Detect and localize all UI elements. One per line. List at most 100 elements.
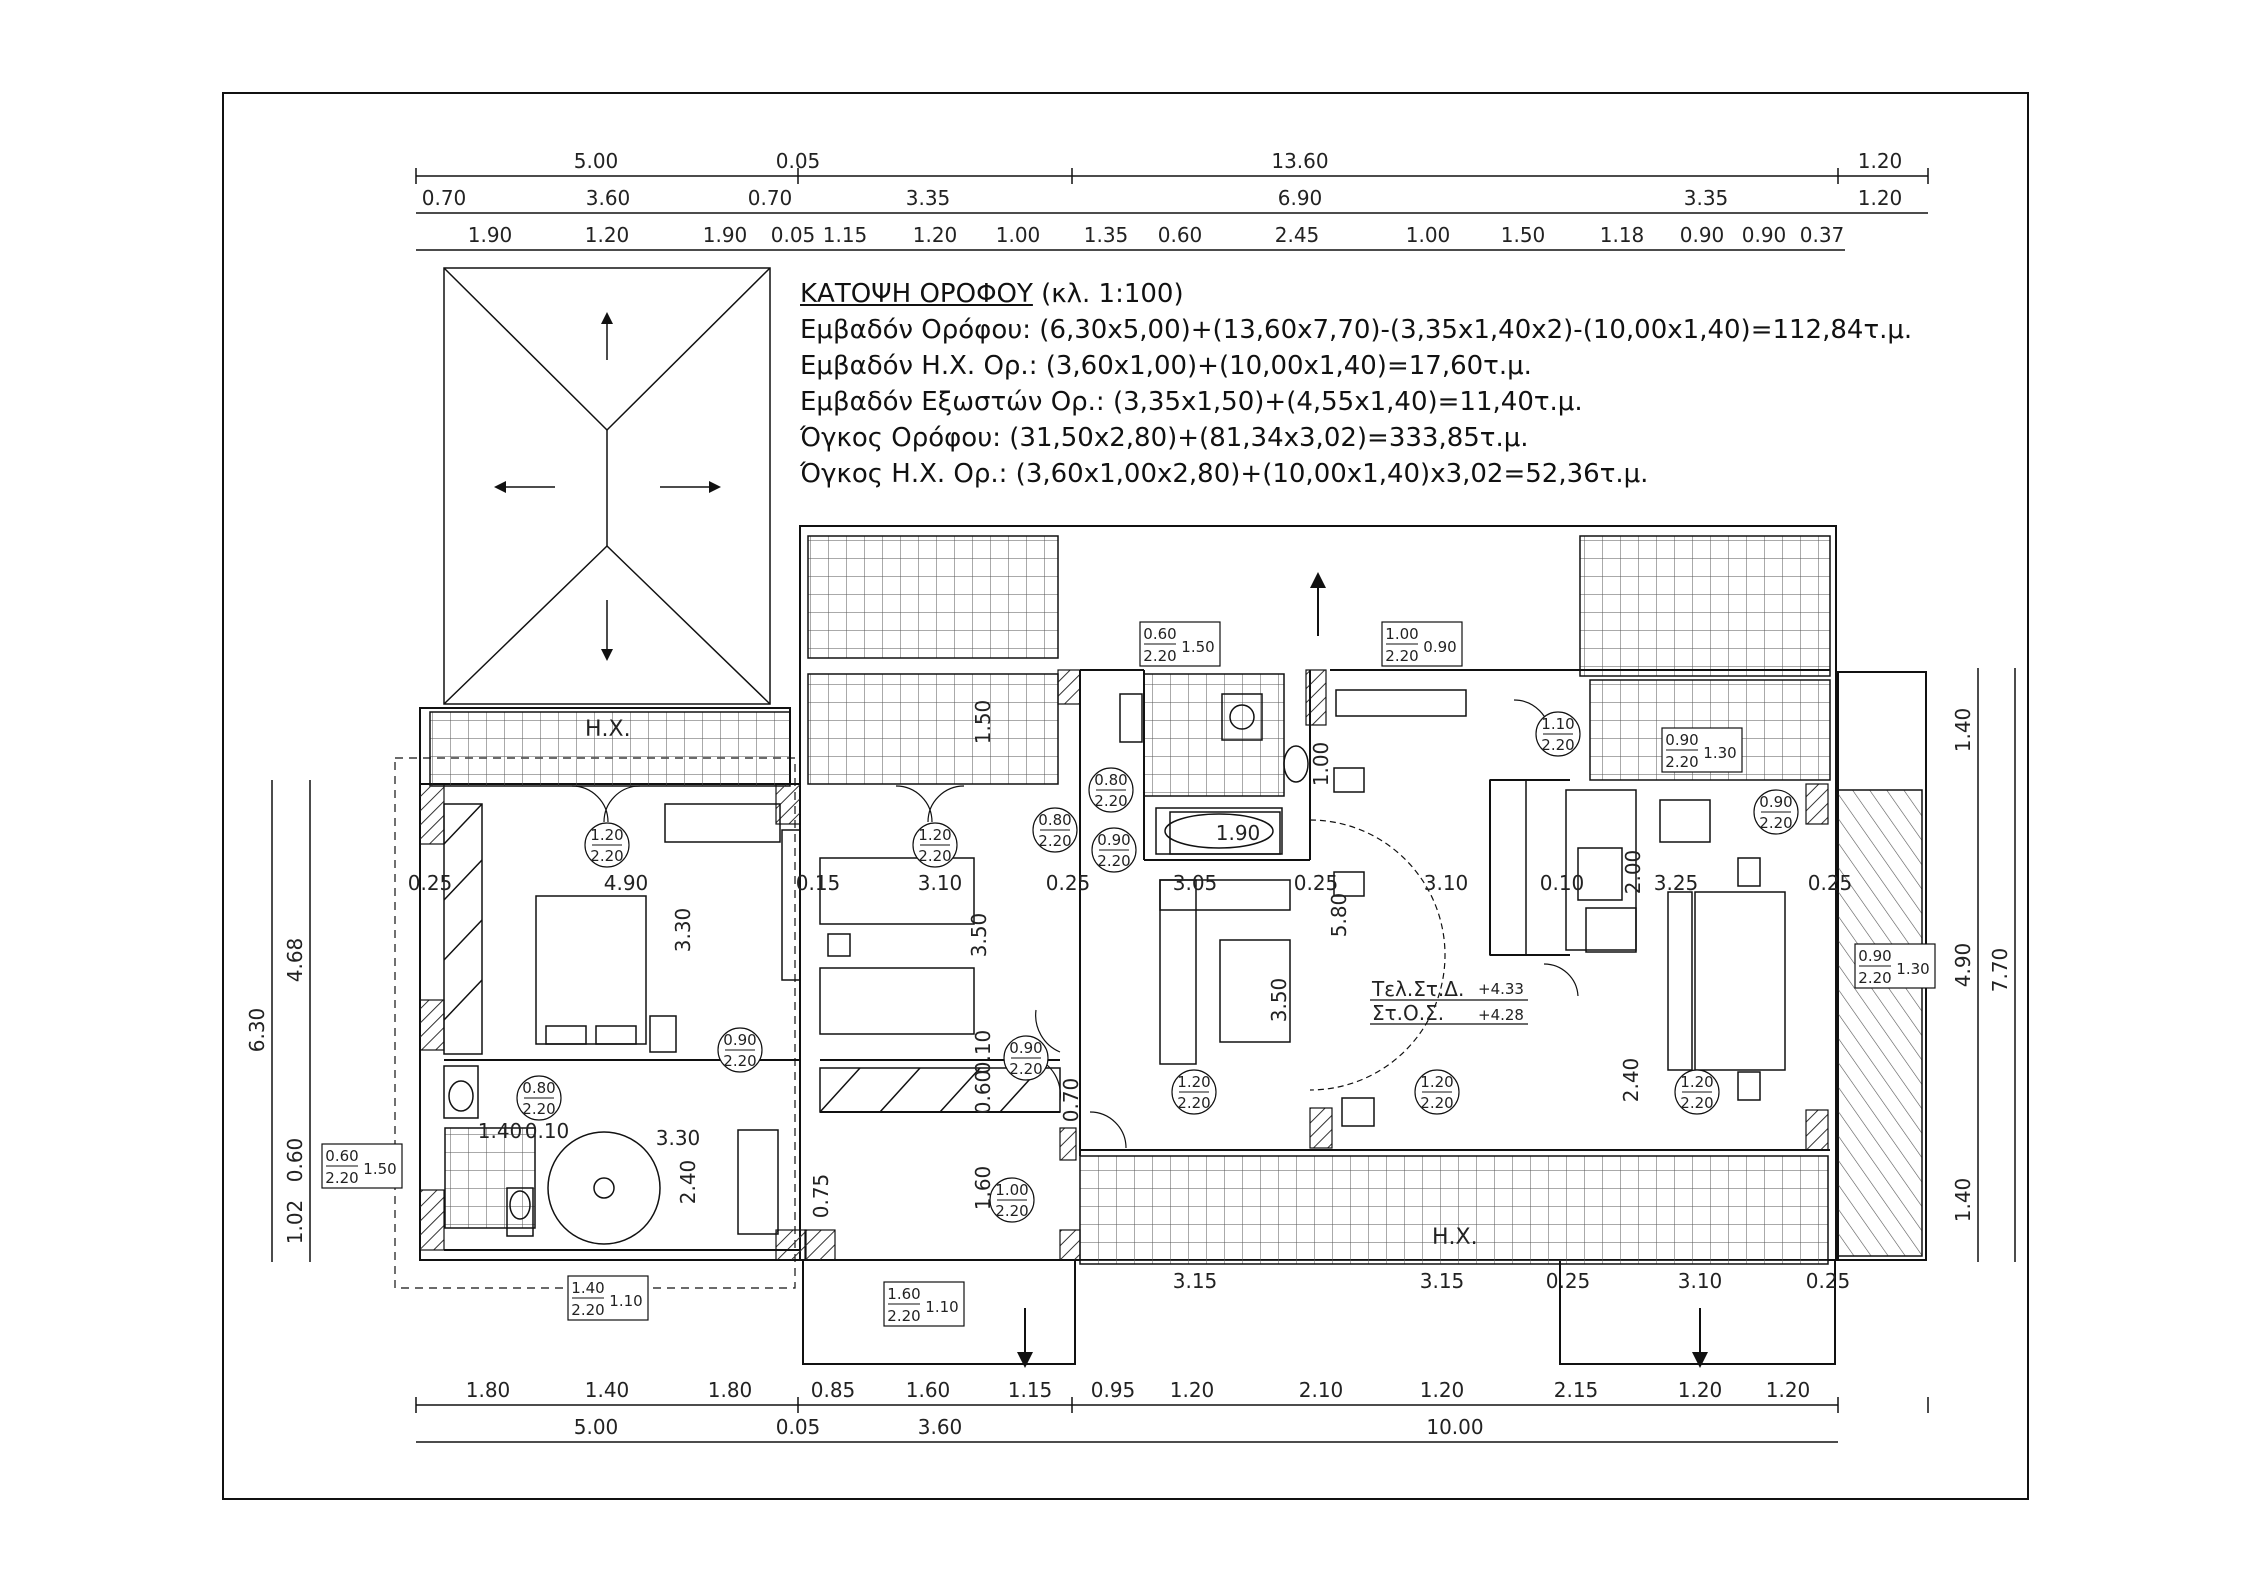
door-tag: 1.002.20 bbox=[989, 1177, 1035, 1223]
dimension-label: 1.15 bbox=[1008, 1378, 1053, 1402]
hatch-area-label: Η.Χ. bbox=[1432, 1225, 1478, 1250]
interior-dimension-label: 3.10 bbox=[1424, 871, 1469, 895]
dimension-label: 13.60 bbox=[1271, 149, 1328, 173]
dimension-label: 3.60 bbox=[918, 1415, 963, 1439]
drawing-notes: ΚΑΤΟΨΗ ΟΡΟΦΟΥ (κλ. 1:100) Εμβαδόν Ορόφου… bbox=[800, 276, 1912, 492]
level-value-1: +4.33 bbox=[1478, 980, 1524, 998]
door-width: 0.90 bbox=[1759, 793, 1792, 811]
interior-dimension-label: 1.40 bbox=[478, 1119, 523, 1143]
note-auxiliary-area: Εμβαδόν Η.Χ. Ορ.: (3,60x1,00)+(10,00x1,4… bbox=[800, 351, 1532, 381]
window-width: 1.60 bbox=[887, 1285, 920, 1303]
interior-dimension-label: 0.25 bbox=[408, 871, 453, 895]
door-tag: 1.202.20 bbox=[1171, 1069, 1217, 1115]
interior-dimension-label: 0.25 bbox=[1808, 871, 1853, 895]
window-sill: 1.10 bbox=[925, 1298, 958, 1316]
dimension-label: 3.35 bbox=[1684, 186, 1729, 210]
bed-single-1 bbox=[819, 857, 975, 925]
interior-dimension-label: 0.10 bbox=[1540, 871, 1585, 895]
door-height: 2.20 bbox=[522, 1100, 555, 1118]
dimension-label: 1.40 bbox=[1951, 708, 1975, 753]
spiral-stair bbox=[547, 1131, 661, 1245]
note-auxiliary-volume: Όγκος Η.Χ. Ορ.: (3,60x1,00x2,80)+(10,00x… bbox=[800, 459, 1649, 489]
dimension-label: 6.30 bbox=[245, 1008, 269, 1053]
door-tag: 0.902.20 bbox=[1091, 827, 1137, 873]
dimension-label: 1.20 bbox=[1678, 1378, 1723, 1402]
door-height: 2.20 bbox=[723, 1052, 756, 1070]
interior-dimension-label: 0.75 bbox=[809, 1174, 833, 1219]
dimension-label: 5.00 bbox=[574, 149, 619, 173]
dimension-label: 2.10 bbox=[1299, 1378, 1344, 1402]
door-tag: 0.802.20 bbox=[1088, 767, 1134, 813]
window-sill: 1.30 bbox=[1703, 744, 1736, 762]
door-height: 2.20 bbox=[918, 847, 951, 865]
dimension-label: 1.00 bbox=[1406, 223, 1451, 247]
bed-master bbox=[535, 895, 647, 1045]
door-height: 2.20 bbox=[590, 847, 623, 865]
dimension-label: 0.05 bbox=[776, 1415, 821, 1439]
door-tag: 1.202.20 bbox=[1414, 1069, 1460, 1115]
door-width: 0.90 bbox=[723, 1031, 756, 1049]
door-width: 1.20 bbox=[1680, 1073, 1713, 1091]
window-sill: 1.50 bbox=[1181, 638, 1214, 656]
sofa bbox=[1159, 879, 1197, 1065]
door-tag: 0.80 2.20 bbox=[516, 1075, 562, 1121]
dimension-label: 3.60 bbox=[586, 186, 631, 210]
window-width: 1.40 bbox=[571, 1279, 604, 1297]
window-height: 2.20 bbox=[1858, 969, 1891, 987]
coffee-table bbox=[1219, 939, 1291, 1043]
door-height: 2.20 bbox=[1177, 1094, 1210, 1112]
interior-dimension-label: 0.70 bbox=[1059, 1078, 1083, 1123]
door-tag: 0.802.20 bbox=[1032, 807, 1078, 853]
interior-dimension-label: 1.00 bbox=[1309, 742, 1333, 787]
dimension-label: 10.00 bbox=[1426, 1415, 1483, 1439]
door-tag: 0.902.20 bbox=[1003, 1035, 1049, 1081]
door-width: 0.80 bbox=[522, 1079, 555, 1097]
door-width: 0.80 bbox=[1038, 811, 1071, 829]
dining-table bbox=[1694, 891, 1786, 1071]
dimension-label: 0.90 bbox=[1742, 223, 1787, 247]
dimension-label: 1.02 bbox=[283, 1200, 307, 1245]
interior-dimension-label: 5.80 bbox=[1327, 893, 1351, 938]
note-floor-volume: Όγκος Ορόφου: (31,50x2,80)+(81,34x3,02)=… bbox=[800, 423, 1529, 453]
interior-dimension-label: 3.50 bbox=[967, 913, 991, 958]
door-width: 1.10 bbox=[1541, 715, 1574, 733]
door-width: 1.20 bbox=[1420, 1073, 1453, 1091]
dimension-label: 1.40 bbox=[1951, 1178, 1975, 1223]
dimension-label: 1.60 bbox=[906, 1378, 951, 1402]
dimension-label: 1.18 bbox=[1600, 223, 1645, 247]
dimension-label: 1.80 bbox=[466, 1378, 511, 1402]
window-sill: 1.10 bbox=[609, 1292, 642, 1310]
dimension-label: 4.68 bbox=[283, 938, 307, 983]
window-width: 0.90 bbox=[1858, 947, 1891, 965]
interior-dimension-label: 3.30 bbox=[656, 1126, 701, 1150]
door-height: 2.20 bbox=[1680, 1094, 1713, 1112]
dimension-lines bbox=[271, 175, 2016, 1443]
door-tag: 1.202.20 bbox=[912, 822, 958, 868]
bathtub bbox=[1155, 807, 1283, 855]
bed-single-2 bbox=[819, 967, 975, 1035]
door-width: 1.20 bbox=[590, 826, 623, 844]
dimension-label: 1.20 bbox=[1170, 1378, 1215, 1402]
door-height: 2.20 bbox=[1097, 852, 1130, 870]
window-width: 0.90 bbox=[1665, 731, 1698, 749]
door-tag: 1.20 2.20 bbox=[584, 822, 630, 868]
furniture bbox=[443, 689, 1786, 1245]
level-box: Τελ.Στ.Δ. +4.33 Στ.Ο.Σ. +4.28 bbox=[1370, 977, 1528, 1025]
dimension-label: 0.25 bbox=[1806, 1269, 1851, 1293]
interior-dimension-label: 3.30 bbox=[671, 908, 695, 953]
kitchen-counter bbox=[1565, 789, 1637, 951]
window-width: 0.60 bbox=[325, 1147, 358, 1165]
window-height: 2.20 bbox=[325, 1169, 358, 1187]
interior-dimension-label: 1.90 bbox=[1216, 821, 1261, 845]
window-height: 2.20 bbox=[1665, 753, 1698, 771]
interior-dimension-label: 0.10 bbox=[971, 1030, 995, 1075]
level-label-1: Τελ.Στ.Δ. bbox=[1371, 977, 1464, 1001]
roof-plan bbox=[443, 267, 771, 705]
door-tag: 0.90 2.20 bbox=[717, 1027, 763, 1073]
